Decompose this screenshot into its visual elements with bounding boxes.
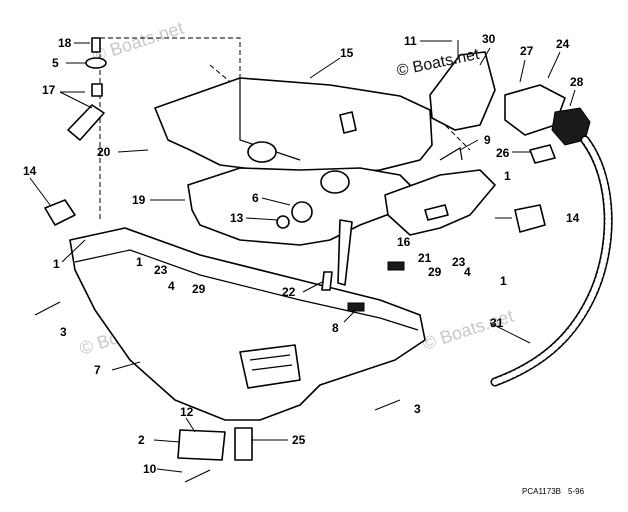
hose-part-31 [490,135,613,387]
callout-11: 11 [404,34,417,48]
dash-line-top [100,37,241,85]
plate-part-12 [177,429,226,461]
callout-1-right-top: 1 [504,169,511,183]
upper-cowl-part-15 [154,77,433,176]
fitting-part-18 [91,37,101,53]
watermark-top-left: © Boats.net [90,18,186,66]
tray-leg [337,219,353,286]
callout-18: 18 [58,36,72,50]
callout-26: 26 [496,146,510,160]
callout-23-right: 23 [452,255,466,269]
lower-cowl-vent [239,344,301,389]
callout-6: 6 [252,191,259,205]
callout-25: 25 [292,433,306,447]
upper-cowl-inner-edge [239,78,301,161]
latch-part-14-right [514,204,546,233]
callout-22: 22 [282,285,296,299]
callout-23-left: 23 [154,263,168,277]
plug-part-17-top [91,83,103,97]
callout-19: 19 [132,193,146,207]
callout-24: 24 [556,37,570,51]
pad-part-16 [387,261,405,271]
callout-4-left: 4 [168,279,175,293]
callout-13: 13 [230,211,244,225]
callout-28: 28 [570,75,584,89]
lower-cowl-rim [74,249,419,331]
callout-17: 17 [42,83,56,97]
callout-16: 16 [397,235,411,249]
leader-lines [29,40,576,473]
block-part-25 [234,427,253,461]
upper-cowl-slot [339,111,357,134]
clip-part-9 [439,147,463,161]
screw-part-10 [184,469,211,483]
lower-cowl-part-7 [69,227,426,421]
pad-part-8 [347,302,365,312]
callout-8: 8 [332,321,339,335]
bracket-part-21 [384,169,496,236]
callout-31: 31 [490,316,504,330]
grommet-part-13 [276,215,290,229]
callout-12: 12 [180,405,194,419]
lower-cowl-vent-inner [249,354,293,371]
diagram-date: 5-96 [568,487,585,496]
callout-30: 30 [482,32,496,46]
callout-7: 7 [94,363,101,377]
screw-part-3-right [374,399,401,411]
bracket-part-30 [429,51,496,131]
callout-29-right: 29 [428,265,442,279]
callout-3-left: 3 [60,325,67,339]
clip-part-22 [321,271,333,291]
callout-4-right: 4 [464,265,471,279]
callout-20: 20 [97,145,111,159]
screw-part-3-left [34,301,61,316]
grommet-part-6 [291,201,313,223]
callout-1-far-left: 1 [53,257,60,271]
callout-9: 9 [484,133,491,147]
callout-14-left: 14 [23,164,37,178]
callout-3-right: 3 [414,402,421,416]
elbow-part-17 [67,104,105,141]
callout-27: 27 [520,44,534,58]
callout-1-right-bottom: 1 [500,274,507,288]
callout-21: 21 [418,251,432,265]
callout-14-right: 14 [566,211,580,225]
ring-part-5 [85,57,107,69]
callout-15: 15 [340,46,354,60]
callout-2: 2 [138,433,145,447]
hose-part-31-weave [492,137,612,385]
boss-part-6-right [320,170,350,194]
diagram-code: PCA1173B [522,487,561,496]
callout-1-left: 1 [136,255,143,269]
bracket-slot [424,204,449,221]
dash-line-right [439,119,471,151]
plate-part-26 [529,144,556,164]
latch-part-14-left [44,199,76,226]
boss-part-6-left [247,141,277,163]
callout-5: 5 [52,56,59,70]
callout-29-left: 29 [192,282,206,296]
callout-10: 10 [143,462,157,476]
